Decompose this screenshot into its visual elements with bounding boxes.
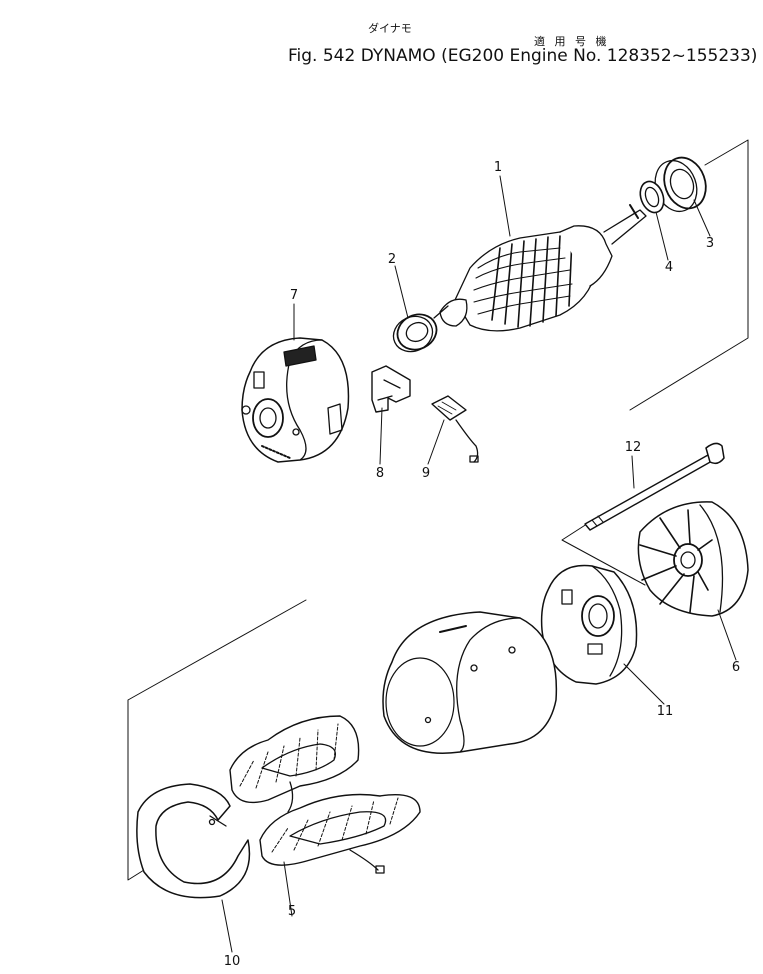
applicability-japanese: 適 用 号 機 <box>534 35 610 48</box>
bearing-front-part <box>392 313 438 353</box>
callout-11: 11 <box>656 704 674 719</box>
callout-3: 3 <box>705 236 715 251</box>
armature-part <box>433 204 647 332</box>
callout-leader-lines <box>221 175 737 953</box>
callout-1: 1 <box>493 160 503 175</box>
band-part <box>136 783 251 899</box>
callout-4: 4 <box>664 260 674 275</box>
applicability-range: (EG200 Engine No. 128352~155233) <box>441 46 758 66</box>
assembly-guide-lines <box>127 139 749 881</box>
figure-number: Fig. 542 <box>288 46 356 66</box>
callout-10: 10 <box>223 954 241 969</box>
callout-12: 12 <box>624 440 642 455</box>
bearing-rear-part <box>654 156 707 213</box>
end-frame-part <box>241 337 350 463</box>
brush-holder-part <box>371 365 411 413</box>
figure-title: Fig. 542 DYNAMO (EG200 Engine No. 128352… <box>288 46 757 66</box>
yoke-part <box>382 611 558 754</box>
drive-end-frame-part <box>540 564 638 685</box>
callout-9: 9 <box>421 466 431 481</box>
caption-japanese: ダイナモ <box>368 22 412 35</box>
brush-part <box>431 395 479 463</box>
callout-8: 8 <box>375 466 385 481</box>
callout-2: 2 <box>387 252 397 267</box>
callout-7: 7 <box>289 288 299 303</box>
callout-6: 6 <box>731 660 741 675</box>
field-coil-part <box>229 715 421 874</box>
callout-5: 5 <box>287 904 297 919</box>
fan-part <box>637 501 749 617</box>
through-bolt-part <box>584 442 725 531</box>
part-name: DYNAMO <box>360 46 436 66</box>
washer-part <box>639 180 665 214</box>
